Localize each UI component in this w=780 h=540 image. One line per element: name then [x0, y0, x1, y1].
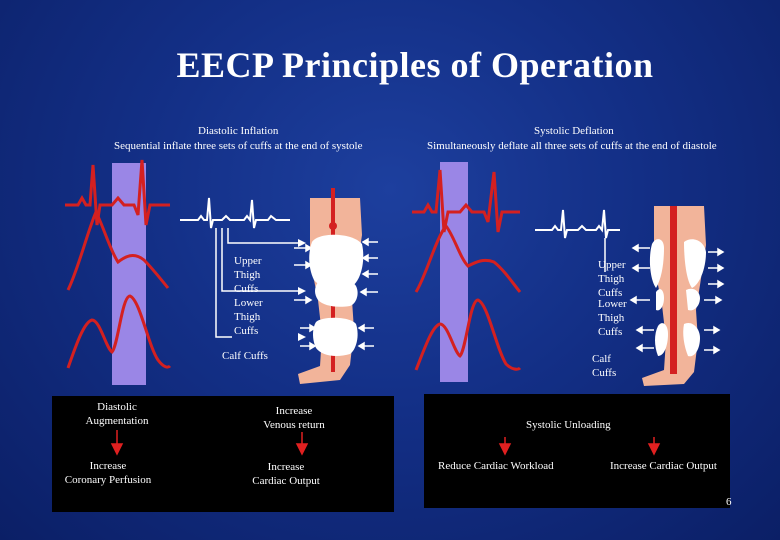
text-line: Cardiac Output: [252, 475, 320, 487]
label-line: Cuffs: [234, 325, 259, 337]
label-line: Lower: [598, 298, 627, 310]
bracket-calf: [215, 234, 232, 338]
outcome-panel-right: [424, 394, 730, 508]
diastolic-augmentation-text: Diastolic Augmentation: [80, 400, 154, 428]
artery-right: [670, 206, 677, 374]
augmented-waveform-right: [414, 298, 522, 371]
label-line: Calf: [592, 353, 611, 365]
ecg-waveform-left: [65, 159, 170, 226]
label-line: Thigh: [234, 269, 261, 281]
label-line: Thigh: [234, 311, 261, 323]
left-subheading: Sequential inflate three sets of cuffs a…: [114, 140, 363, 152]
text-line: Venous return: [263, 419, 325, 431]
ecg-waveform-right: [412, 169, 520, 233]
left-heading: Diastolic Inflation: [198, 125, 279, 137]
text-line: Increase: [89, 460, 127, 472]
calf-cuff-left: [313, 317, 358, 356]
text-line: Coronary Perfusion: [64, 474, 152, 486]
label-line: Upper: [598, 259, 626, 271]
small-ecg-left: [180, 197, 290, 229]
upper-thigh-cuff-right: [649, 239, 664, 288]
text-line: Diastolic: [97, 401, 137, 413]
label-line: Cuffs: [592, 367, 617, 379]
label-line: Upper: [234, 255, 262, 267]
label-calf-cuffs-right: Calf Cuffs: [592, 352, 616, 380]
systolic-unloading-text: Systolic Unloading: [526, 419, 611, 431]
pressure-waveform-right: [414, 223, 522, 293]
bracket-upper-thigh: [227, 234, 298, 244]
calf-cuff-right: [655, 323, 668, 356]
label-line: Lower: [234, 297, 263, 309]
reduce-cardiac-workload-text: Reduce Cardiac Workload: [438, 460, 554, 472]
upper-thigh-cuff-right-b: [684, 239, 706, 288]
inflation-arrows-left: [294, 237, 378, 351]
calf-cuff-right-b: [683, 322, 700, 357]
outcome-panel-left: [52, 396, 394, 512]
increase-cardiac-output-text-right: Increase Cardiac Output: [610, 460, 717, 472]
label-line: Thigh: [598, 273, 625, 285]
text-line: Increase: [275, 405, 313, 417]
pressure-waveform-left: [66, 208, 170, 291]
deflation-arrows-right: [629, 243, 725, 355]
label-calf-cuffs-left: Calf Cuffs: [222, 350, 268, 362]
text-line: Augmentation: [85, 415, 149, 427]
text-line: Increase: [267, 461, 305, 473]
right-heading: Systolic Deflation: [534, 125, 614, 137]
label-lower-thigh-cuffs-left: Lower Thigh Cuffs: [234, 296, 263, 338]
page-number: 6: [726, 496, 732, 508]
label-line: Cuffs: [598, 326, 623, 338]
increase-venous-return-text: Increase Venous return: [254, 404, 334, 432]
label-upper-thigh-cuffs-left: Upper Thigh Cuffs: [234, 254, 262, 296]
timing-bar-left: [112, 163, 146, 385]
small-ecg-right: [535, 209, 620, 239]
label-lower-thigh-cuffs-right: Lower Thigh Cuffs: [598, 297, 627, 339]
bracket-lower-thigh: [221, 234, 298, 292]
label-upper-thigh-cuffs-right: Upper Thigh Cuffs: [598, 258, 626, 300]
label-line: Cuffs: [598, 287, 623, 299]
slide-title: EECP Principles of Operation: [176, 45, 654, 85]
lower-thigh-cuff-left: [315, 277, 358, 307]
augmented-waveform-left: [66, 294, 172, 369]
increase-coronary-perfusion-text: Increase Coronary Perfusion: [60, 459, 156, 487]
label-line: Cuffs: [234, 283, 259, 295]
lower-thigh-cuff-right: [656, 289, 664, 311]
increase-cardiac-output-text-left: Increase Cardiac Output: [246, 460, 326, 488]
upper-thigh-cuff-left: [309, 234, 364, 288]
lower-thigh-cuff-right-b: [686, 288, 700, 311]
label-line: Thigh: [598, 312, 625, 324]
right-subheading: Simultaneously deflate all three sets of…: [427, 140, 717, 152]
